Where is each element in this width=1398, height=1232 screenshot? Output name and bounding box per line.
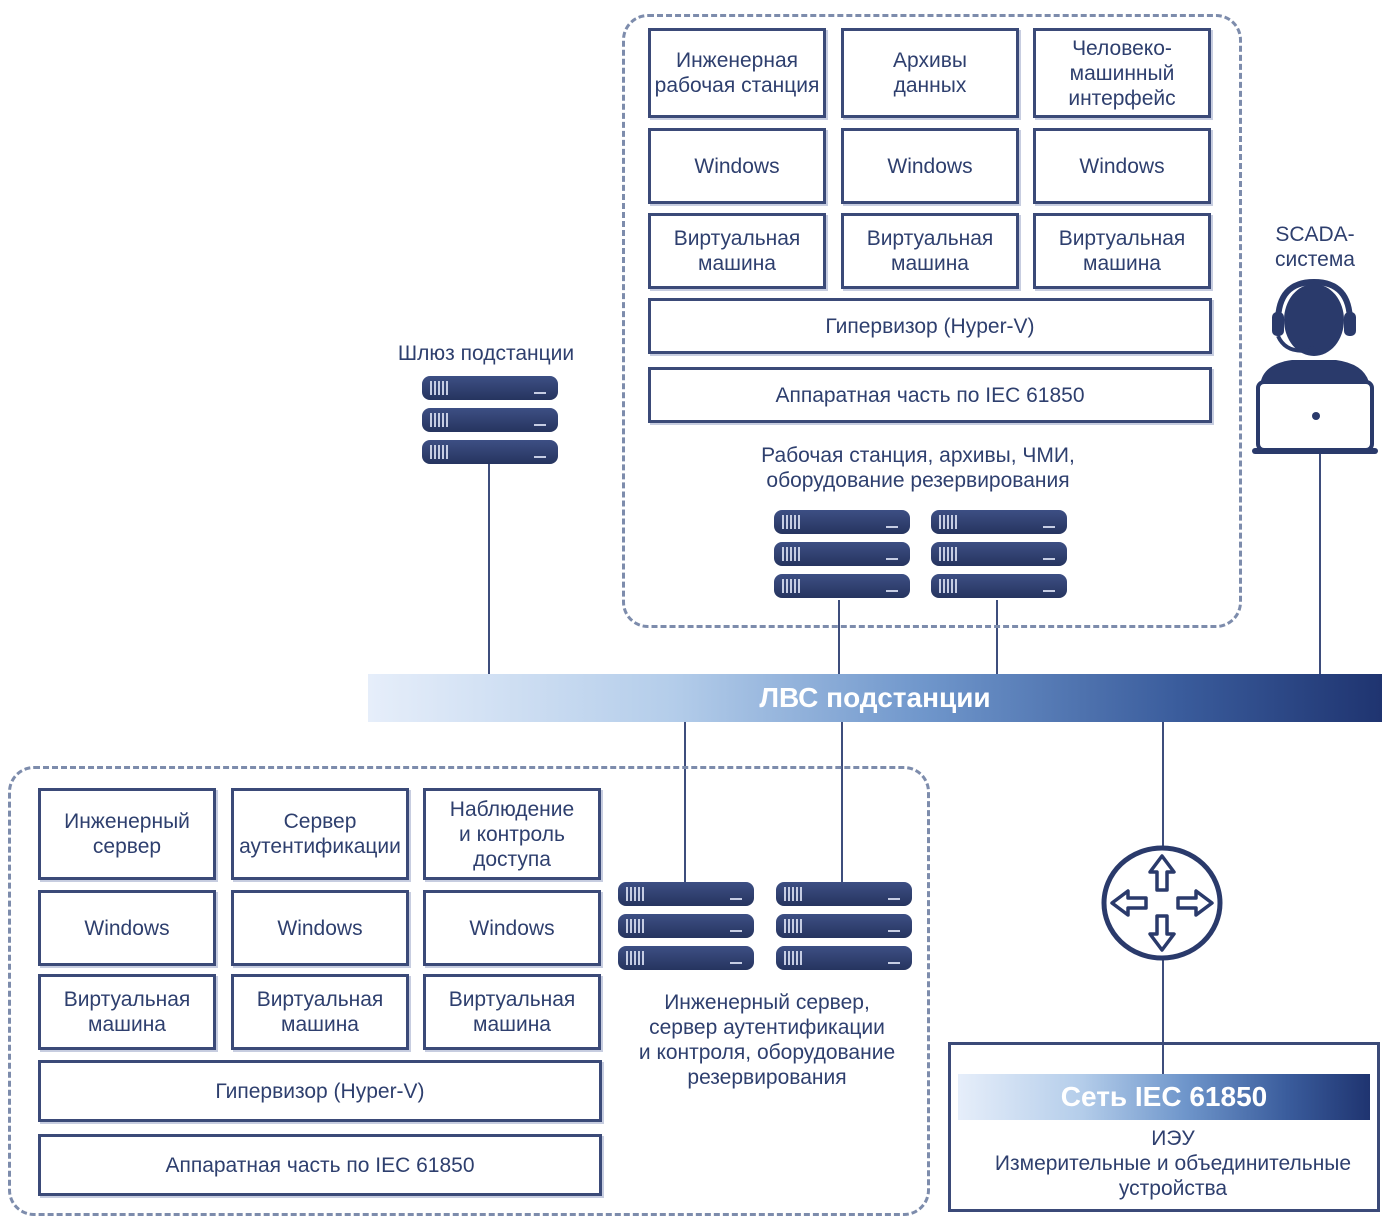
iec-network-description: ИЭУ Измерительные и объединительные устр…: [994, 1127, 1352, 1200]
top-vm-2: Виртуальная машина: [841, 213, 1019, 289]
bottom-vm-1: Виртуальная машина: [38, 974, 216, 1050]
bottom-hardware: Аппаратная часть по IEC 61850: [38, 1134, 602, 1196]
top-server-icon-2: [931, 510, 1067, 606]
bottom-hypervisor: Гипервизор (Hyper-V): [38, 1060, 602, 1122]
scada-operator-icon: [1252, 278, 1378, 454]
bottom-virtualization-group: [8, 766, 930, 1216]
top-servers-caption: Рабочая станция, архивы, ЧМИ, оборудован…: [761, 444, 1075, 492]
top-app-hmi: Человеко- машинный интерфейс: [1033, 28, 1211, 118]
bottom-app-engineering-server: Инженерный сервер: [38, 788, 216, 880]
top-virtualization-group: [622, 14, 1242, 628]
top-server-link-2: [996, 600, 998, 674]
top-app-engineering-workstation: Инженерная рабочая станция: [648, 28, 826, 118]
top-app-data-archives: Архивы данных: [841, 28, 1019, 118]
router-link-down: [1162, 958, 1164, 1074]
gateway-server-icon: [422, 376, 558, 472]
bottom-server-icon-2: [776, 882, 912, 978]
router-link-up: [1162, 722, 1164, 846]
top-server-icon-1: [774, 510, 910, 606]
top-os-windows-1: Windows: [648, 128, 826, 204]
bottom-app-access-control: Наблюдение и контроль доступа: [423, 788, 601, 880]
bottom-os-windows-1: Windows: [38, 890, 216, 966]
top-server-link-1: [838, 600, 840, 674]
iec-network-title: Сеть IEC 61850: [958, 1074, 1370, 1120]
bottom-vm-3: Виртуальная машина: [423, 974, 601, 1050]
gateway-label: Шлюз подстанции: [397, 342, 575, 365]
router-icon: [1101, 845, 1223, 961]
bottom-server-link-1: [684, 722, 686, 884]
scada-link: [1319, 452, 1321, 674]
substation-lan-bar: ЛВС подстанции: [368, 674, 1382, 722]
iec-network-frame: [948, 1042, 1380, 1212]
bottom-servers-caption: Инженерный сервер, сервер аутентификации…: [638, 991, 896, 1089]
top-hardware: Аппаратная часть по IEC 61850: [648, 367, 1212, 423]
bottom-os-windows-3: Windows: [423, 890, 601, 966]
top-vm-3: Виртуальная машина: [1033, 213, 1211, 289]
bottom-vm-2: Виртуальная машина: [231, 974, 409, 1050]
top-os-windows-2: Windows: [841, 128, 1019, 204]
top-vm-1: Виртуальная машина: [648, 213, 826, 289]
scada-label: SCADA- система: [1275, 223, 1355, 271]
bottom-server-link-2: [841, 722, 843, 884]
bottom-app-auth-server: Сервер аутентификации: [231, 788, 409, 880]
gateway-link: [488, 462, 490, 674]
top-os-windows-3: Windows: [1033, 128, 1211, 204]
bottom-os-windows-2: Windows: [231, 890, 409, 966]
top-hypervisor: Гипервизор (Hyper-V): [648, 298, 1212, 354]
bottom-server-icon-1: [618, 882, 754, 978]
